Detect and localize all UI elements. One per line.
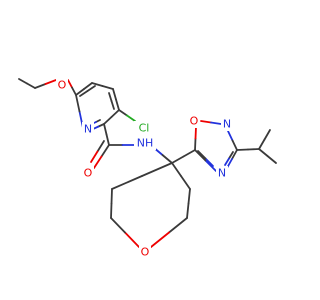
pyridine-bond-c5-c4-end [101,85,114,90]
oxadiazole-bond-c5-o-end [194,126,197,140]
carboxamide-bond-end [105,133,110,146]
carbonyl-o-label-bg [82,166,94,180]
isopropyl-ch-bond-start [236,148,249,151]
pyran-bond-c6-c5-start [110,202,113,219]
ethyl-ch2-o-bond-end [44,79,57,85]
pyridine-bond-c4-c3-end [115,98,120,111]
oxadiazole-n-top-label-bg [221,117,233,131]
pyridine-bond-c3-c2-end [103,116,113,125]
oxadiazole-bond-n2-c3-start [227,130,234,142]
chloro-bond-end [126,114,136,122]
oxadiazole-bond-o-n2-start [200,120,212,124]
carbonyl-double-bond-a-end [93,155,103,169]
oxadiazole-bond-n4-c5-inner-start [204,157,214,167]
pyridine-bond-c4-c3-inner-start [108,92,113,102]
chlorine-label-bg [134,121,154,135]
pyran-bond-c4-c3-start [171,162,182,177]
pyridine-bond-c4-c3-start [112,88,117,101]
oxadiazole-bond-n4-c5-start [204,159,217,172]
pyridine-bond-c6-c5-end [83,82,93,90]
amide-n-quaternary-bond-end [161,154,173,164]
oxadiazole-bond-c3-n4-inner-start [228,151,234,160]
isopropyl-methyl-a-bond-start [258,138,266,150]
oxadiazole-o-label-bg [188,114,200,128]
atom-label-layer: Cl N O O NH O N N O [56,78,233,259]
pyran-bond-c4-c3-end [180,175,191,190]
pyridine-nitrogen-label: N [84,123,92,136]
pyridine-n-label-bg [82,122,94,136]
oxadiazole-bond-n4-c5-end [194,149,207,162]
oxadiazole-bond-n2-c3-end [231,139,238,151]
pyran-bond-c2-o-start [168,217,188,234]
isopropyl-methyl-a-bond-end [263,129,271,141]
pyridine-bond-c6-c5-inner-start [79,90,89,97]
pyran-bond-c5-c4-start [111,175,143,190]
ethoxy-oxygen-label: O [58,79,67,92]
pyridine-bond-c6-c5-start [75,88,85,96]
carboxamide-bond-start [103,123,108,136]
molecule-structure: Cl N O O NH O N N O [18,78,277,259]
oxadiazole-bond-n4-c5-inner-end [197,150,207,160]
oxadiazole-bond-c3-n4-inner-end [224,157,230,166]
pyran-bond-o-c6-start [124,231,140,248]
chlorine-label: Cl [139,122,150,135]
pyran-o-label-bg [139,245,151,259]
oxadiazole-bond-c3-n4-start [231,149,238,160]
oxadiazole-attach-bond-end [182,149,196,158]
pyridine-bond-c2-n-start [97,123,105,128]
ethyl-ch3-bond-end [18,78,28,85]
pyran-bond-o-c6-end [110,217,126,234]
pyridine-bond-c6-c5-inner-end [86,85,96,92]
ethoxy-o-ring-bond-end [71,86,77,96]
pyridine-bond-c3-c2-start [110,109,120,118]
pyran-bond-c2-o-end [150,231,170,248]
chloro-bond-start [118,109,128,117]
ethoxy-o-ring-bond-start [67,79,73,89]
pyridine-bond-c4-c3-inner-end [110,100,115,110]
oxadiazole-bond-o-n2-end [210,121,222,125]
amide-nh-label: NH [137,137,154,150]
oxadiazole-nitrogen-bottom-label: N [218,167,226,180]
oxadiazole-attach-bond-start [171,155,185,164]
isopropyl-methyl-b-bond-end [266,155,277,164]
isopropyl-ch-bond-end [247,148,260,151]
amide-nh-label-bg [134,136,156,150]
isopropyl-methyl-b-bond-start [258,148,269,157]
oxadiazole-bond-c5-o-start [194,137,197,151]
carbonyl-double-bond-b-start [96,140,105,153]
carbonyl-double-bond-b-end [90,150,99,163]
pyran-bond-c3-c2-end [186,202,190,219]
pyridine-bond-n-c6-end [75,94,81,113]
pyran-bond-c5-c4-end [141,162,173,177]
ethoxy-o-label-bg [56,78,68,92]
pyran-bond-c6-c5-end [110,188,113,205]
oxadiazole-oxygen-label: O [190,115,199,128]
oxadiazole-n-bottom-label-bg [216,166,228,180]
pyridine-bond-c5-c4-start [91,82,104,87]
pyran-oxygen-label: O [141,246,150,259]
oxadiazole-nitrogen-top-label: N [223,118,231,131]
pyran-bond-c3-c2-start [187,188,191,205]
ethyl-ch2-o-bond-start [34,83,47,89]
carbonyl-double-bond-a-start [100,144,110,158]
carbonyl-oxygen-label: O [84,167,93,180]
ethyl-ch3-bond-start [26,82,36,89]
